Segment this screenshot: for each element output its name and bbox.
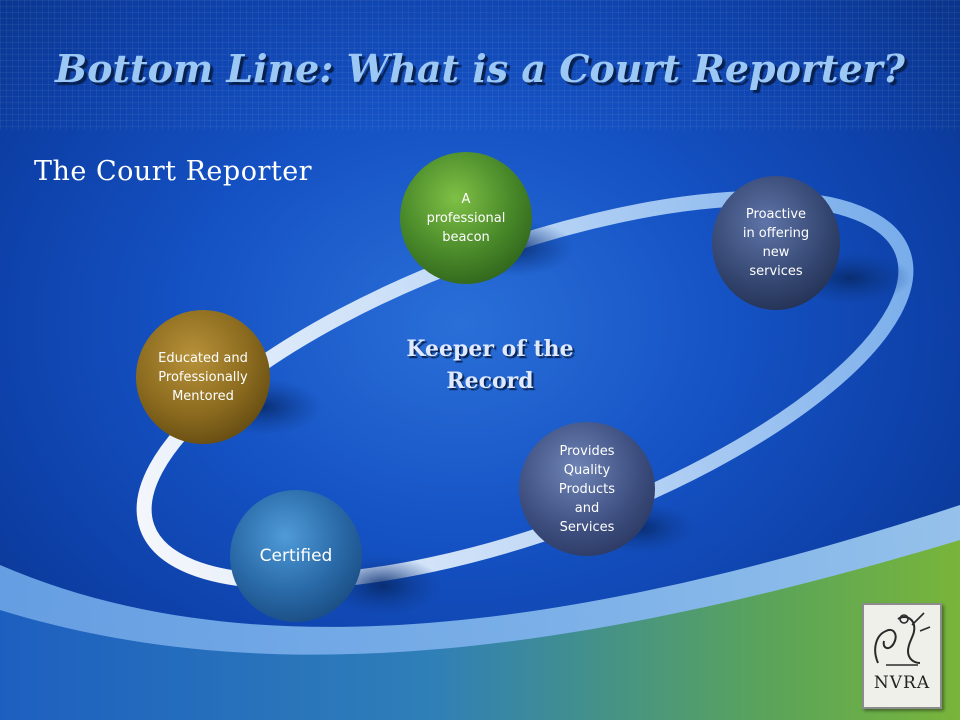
header-grid-pattern: [0, 0, 960, 130]
center-label-line1: Keeper of the: [406, 336, 574, 362]
slide-title: Bottom Line: What is a Court Reporter?: [55, 46, 905, 91]
center-label-line2: Record: [446, 368, 534, 394]
swoosh-green: [0, 540, 960, 720]
court-reporter-logo-icon: [874, 612, 931, 666]
node-quality-label: Provides Quality Products and Services: [558, 443, 616, 535]
slide-subtitle: The Court Reporter: [34, 156, 313, 187]
node-proactive: Proactive in offering new services: [712, 176, 840, 310]
node-beacon-label: A professional beacon: [426, 191, 506, 245]
node-beacon: A professional beacon: [400, 152, 532, 284]
node-quality: Provides Quality Products and Services: [519, 422, 655, 556]
node-certified-label: Certified: [259, 545, 333, 566]
logo-text: NVRA: [873, 673, 931, 693]
node-educated-label: Educated and Professionally Mentored: [158, 350, 248, 404]
node-proactive-label: Proactive in offering new services: [742, 207, 810, 279]
center-label: Keeper of the Record: [360, 333, 620, 397]
node-certified: Certified: [230, 490, 362, 622]
node-educated: Educated and Professionally Mentored: [136, 310, 270, 444]
nvra-logo: NVRA: [862, 603, 942, 709]
